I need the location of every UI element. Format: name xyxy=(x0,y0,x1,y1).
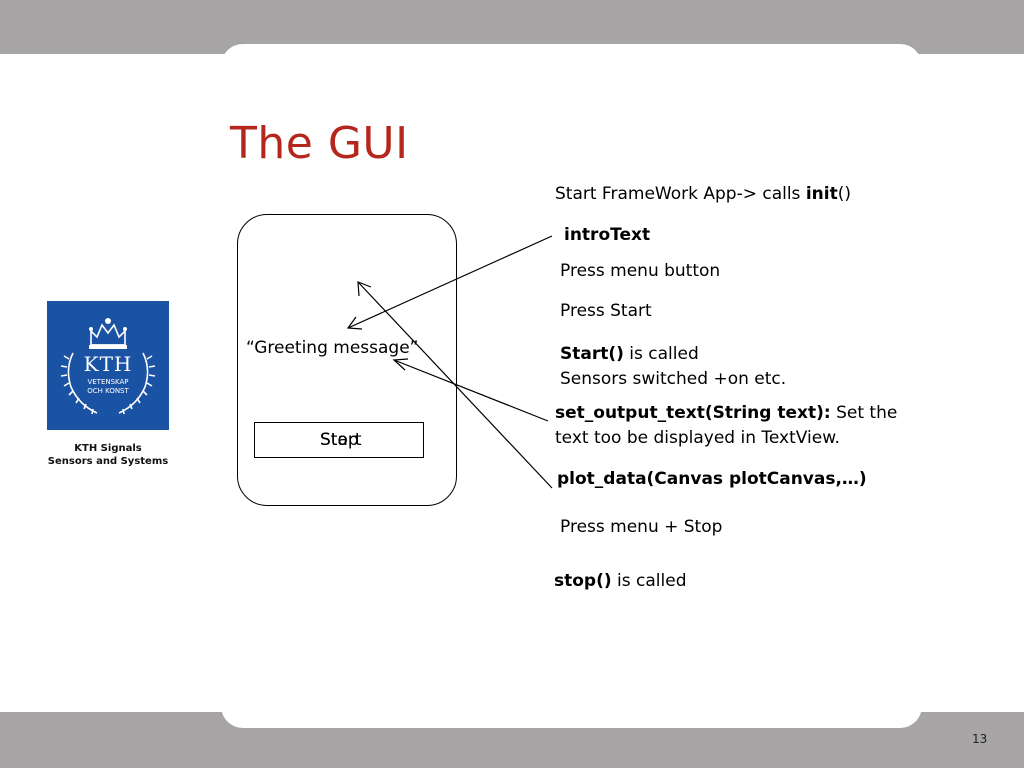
arrow-intro-to-greeting xyxy=(347,235,553,329)
logo-caption-line1: KTH Signals xyxy=(74,443,142,454)
arrow-plot-to-canvas xyxy=(357,281,553,489)
slide-canvas xyxy=(0,54,1024,712)
kth-logo: KTH VETENSKAP OCH KONST xyxy=(47,301,169,430)
arrow-intro-head xyxy=(346,316,363,330)
note-init: Start FrameWork App-> calls init() xyxy=(555,182,851,206)
logo-caption-line2: Sensors and Systems xyxy=(47,456,169,467)
stop-button-label: Stop xyxy=(320,430,359,450)
arrow-setoutput-head xyxy=(392,358,409,371)
note-stop-bold: stop() xyxy=(554,571,612,591)
note-start-bold: Start() xyxy=(560,344,624,364)
note-press-menu: Press menu button xyxy=(560,261,721,281)
logo-kth-text: KTH xyxy=(84,352,133,376)
start-stop-button[interactable] xyxy=(254,422,424,458)
note-press-start: Press Start xyxy=(560,301,652,321)
slide-title: The GUI xyxy=(230,118,409,169)
note-init-prefix: Start FrameWork App-> calls xyxy=(555,184,806,204)
note-stop-rest: is called xyxy=(611,571,687,591)
note-set-output-rest: Set the xyxy=(830,403,898,423)
slide-canvas-top-tab xyxy=(221,44,922,84)
note-intro-text: introText xyxy=(564,225,651,245)
note-set-output-line2: text too be displayed in TextView. xyxy=(555,428,840,448)
greeting-message: “Greeting message” xyxy=(246,338,419,358)
note-sensors: Sensors switched +on etc. xyxy=(560,369,787,389)
arrow-plot-head xyxy=(357,281,372,297)
start-button-label: Start xyxy=(320,430,362,450)
logo-line2-text: OCH KONST xyxy=(87,387,129,395)
logo-caption: KTH Signals Sensors and Systems xyxy=(36,442,180,468)
note-stop-called: stop() is called xyxy=(554,569,687,593)
kth-crest-icon: KTH VETENSKAP OCH KONST xyxy=(60,318,156,415)
note-start-rest: is called xyxy=(623,344,699,364)
arrow-setoutput-to-greeting xyxy=(393,359,549,422)
logo-line1-text: VETENSKAP xyxy=(87,378,128,386)
note-init-bold: init xyxy=(805,184,838,204)
note-press-menu-stop: Press menu + Stop xyxy=(560,517,723,537)
note-set-output-bold: set_output_text(String text): xyxy=(555,403,831,423)
slide-canvas-bottom-tab xyxy=(221,690,922,728)
note-plot-data: plot_data(Canvas plotCanvas,…) xyxy=(557,469,867,489)
note-init-suffix: () xyxy=(837,184,851,204)
note-set-output: set_output_text(String text): Set the xyxy=(555,401,897,425)
page-number: 13 xyxy=(972,732,988,746)
note-start-called: Start() is called xyxy=(560,342,699,366)
